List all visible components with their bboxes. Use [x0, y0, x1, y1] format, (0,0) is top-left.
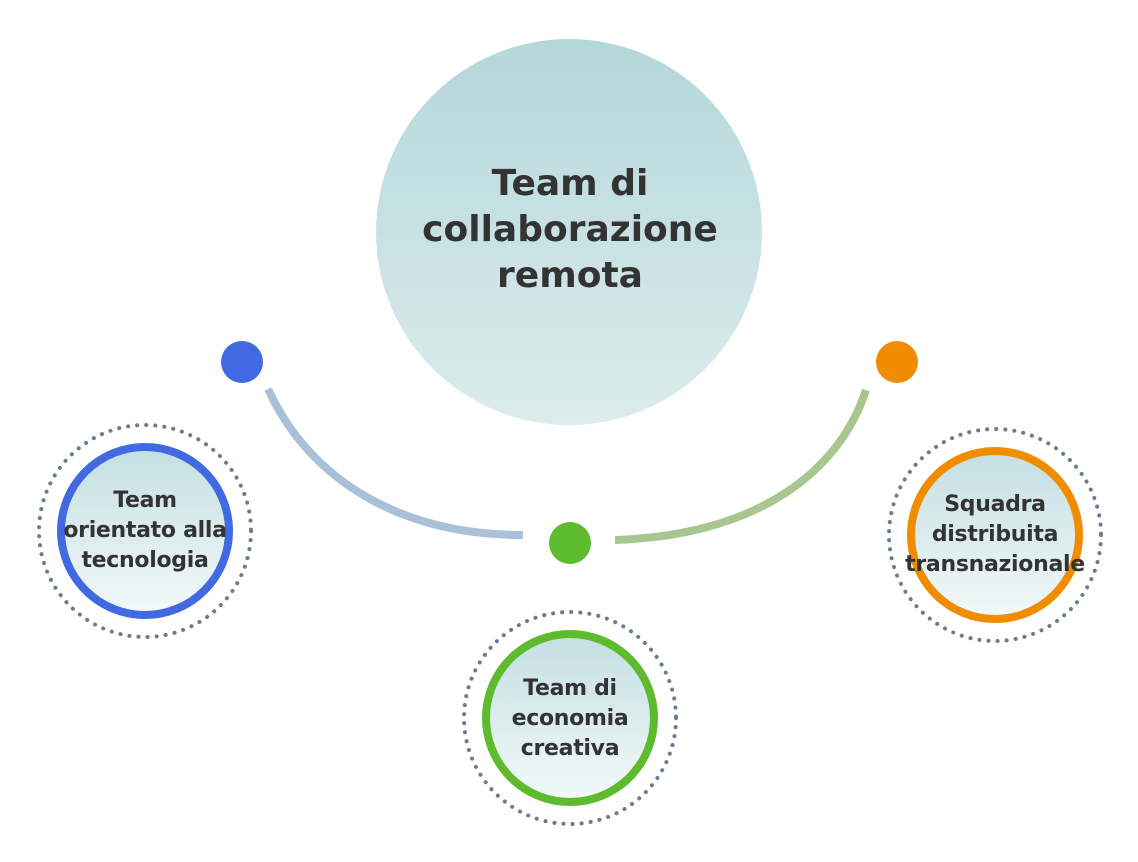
node-left-label-line-1: Team: [113, 488, 177, 513]
node-mid-ring: [482, 630, 658, 806]
node-right-ring: [907, 447, 1083, 623]
center-title-line-1: Team di: [491, 163, 649, 204]
node-left: [37, 423, 253, 639]
node-right-label-line-3: transnazionale: [905, 552, 1085, 577]
node-left-ring: [57, 443, 233, 619]
node-right-label-line-2: distribuita: [931, 522, 1059, 547]
arc-left-connector: [264, 387, 524, 539]
node-left-label-line-2: orientato alla: [63, 518, 227, 543]
node-mid: [462, 610, 678, 826]
node-left-label-line-3: tecnologia: [81, 548, 209, 573]
connector-dot-mid: [549, 522, 591, 564]
node-mid-label-line-2: economia: [511, 706, 629, 731]
node-right-label-line-1: Squadra: [944, 492, 1046, 517]
connector-dot-right: [876, 341, 918, 383]
connector-dot-left: [221, 341, 263, 383]
center-title: Team di collaborazione remota: [400, 140, 740, 320]
node-mid-dotted-ring: [462, 610, 678, 826]
node-right-dotted-ring: [887, 427, 1103, 643]
node-left-label: Team orientato alla tecnologia: [50, 481, 240, 581]
arc-right-connector: [614, 388, 870, 544]
node-mid-label: Team di economia creativa: [475, 669, 665, 769]
center-circle: [376, 39, 762, 425]
center-title-line-2: collaborazione: [422, 209, 718, 250]
node-left-dotted-ring: [37, 423, 253, 639]
node-mid-label-line-3: creativa: [520, 736, 620, 761]
node-right: [887, 427, 1103, 643]
node-mid-label-line-1: Team di: [523, 676, 617, 701]
center-title-line-3: remota: [497, 255, 643, 296]
node-right-label: Squadra distribuita transnazionale: [900, 485, 1090, 585]
